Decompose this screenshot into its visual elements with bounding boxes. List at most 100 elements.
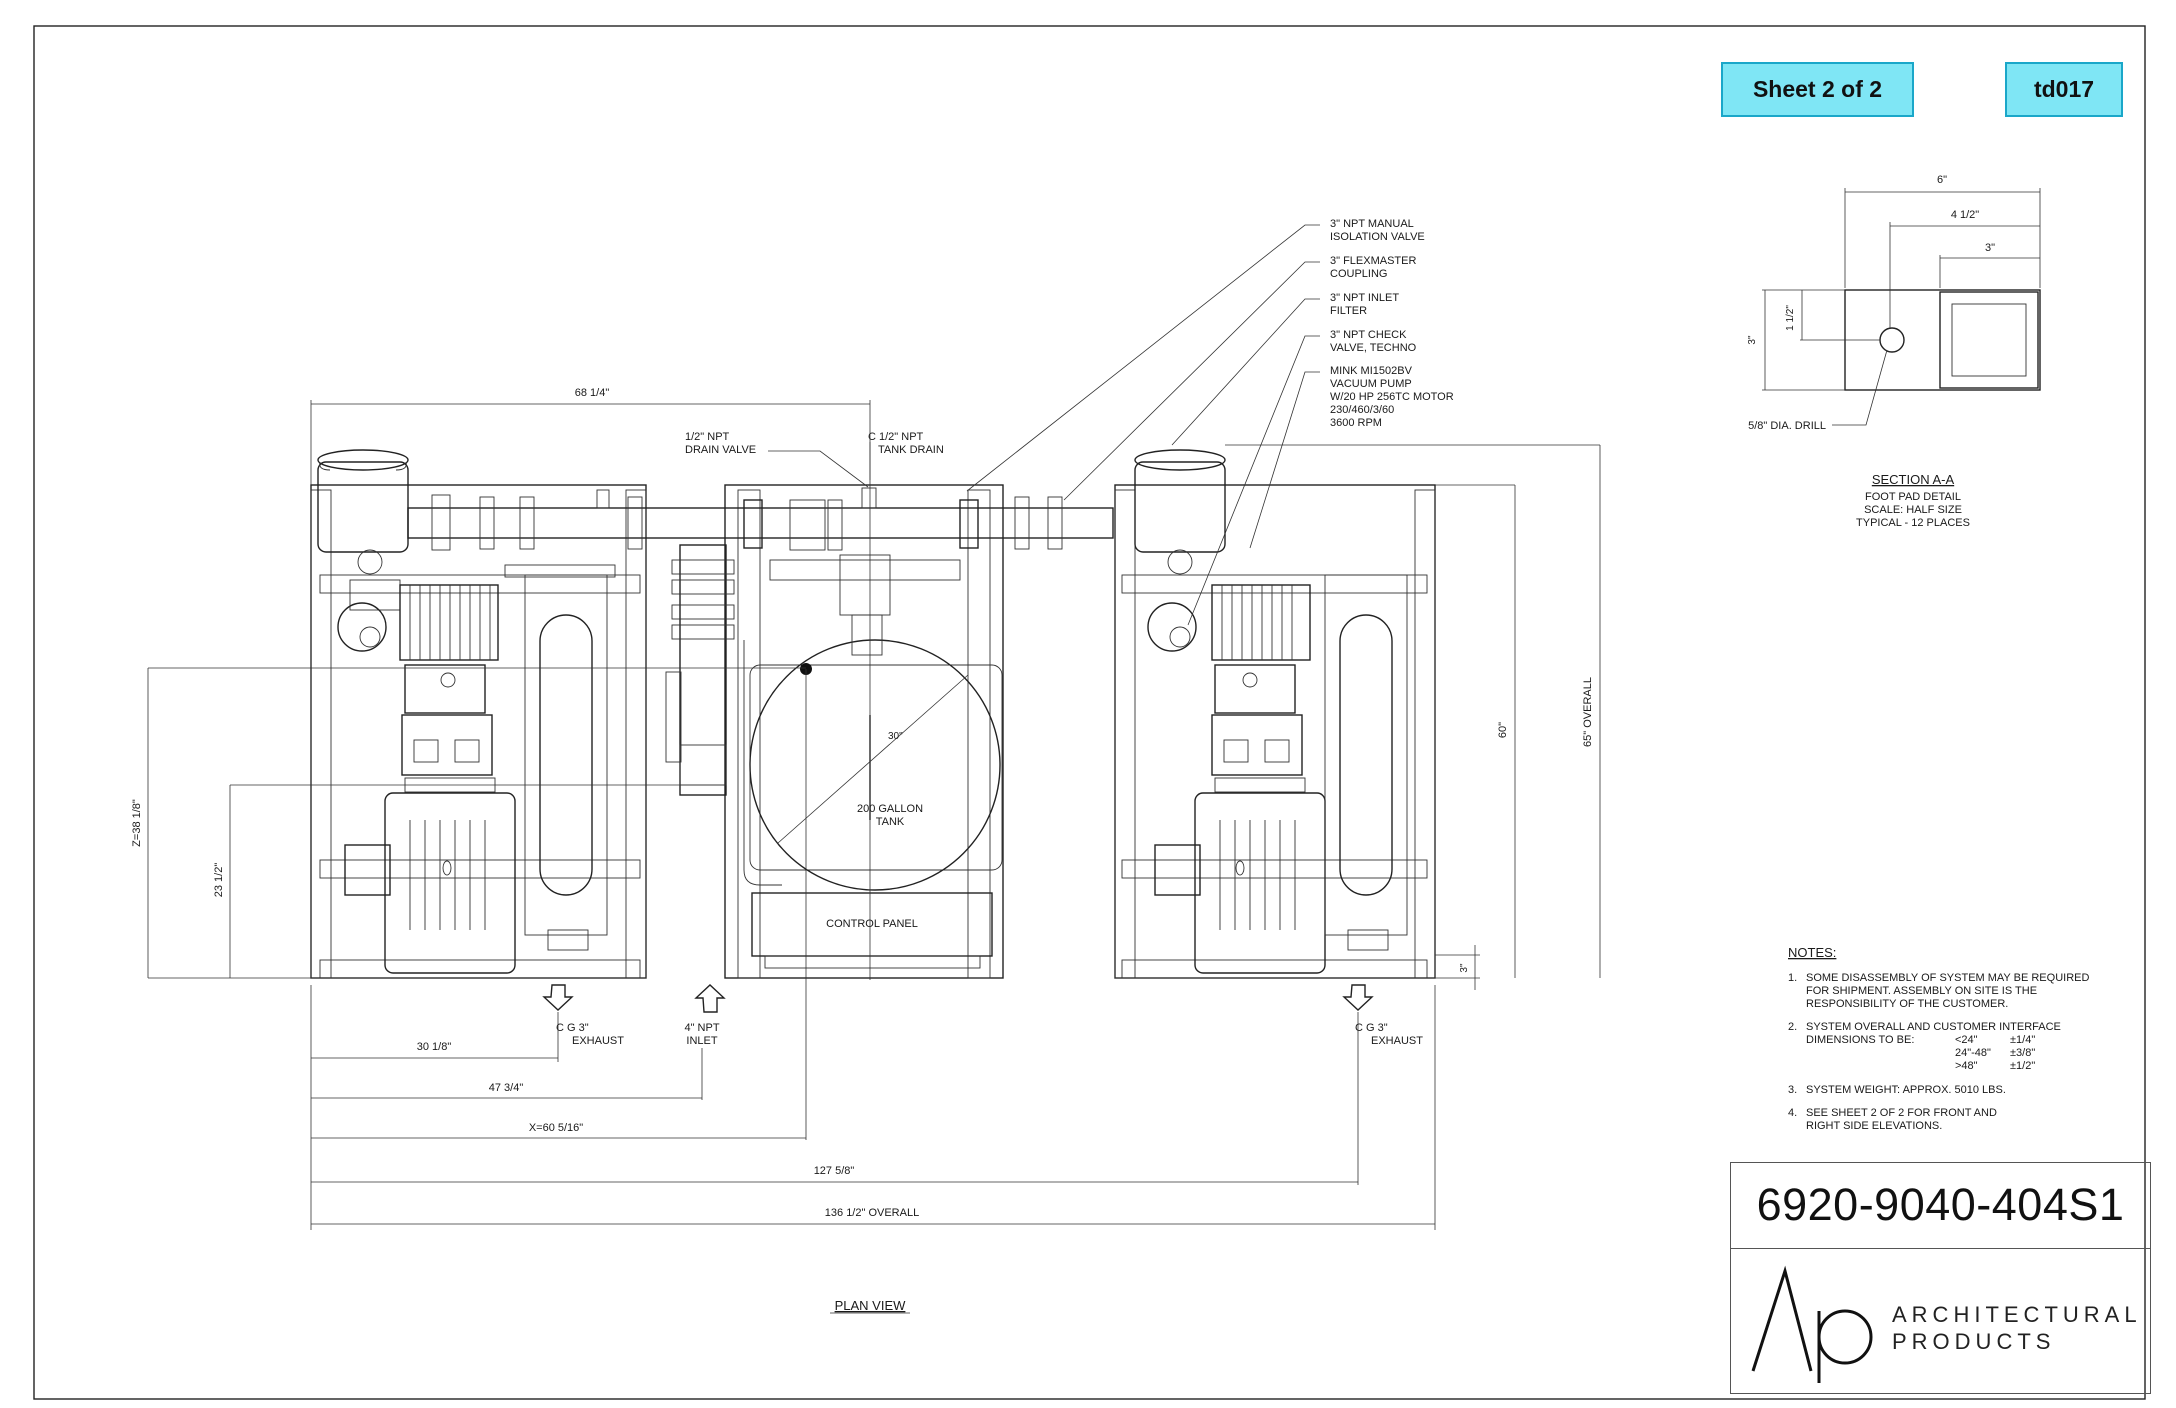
- vertical-dimensions-right: 60" 65" OVERALL 3": [1225, 444, 1601, 990]
- vacuum-tank: 30" 200 GALLON TANK: [749, 639, 1003, 891]
- header-pipe: [407, 487, 1114, 551]
- svg-text:EXHAUST: EXHAUST: [572, 1035, 624, 1047]
- company-name-line-1: ARCHITECTURAL: [1892, 1302, 2142, 1327]
- drawing-number: 6920-9040-404S1: [1756, 1179, 2125, 1230]
- svg-text:DRAIN VALVE: DRAIN VALVE: [685, 444, 756, 456]
- title-block: 6920-9040-404S1 ARCHITECTURAL PRODUCTS: [1730, 1162, 2151, 1394]
- callout-isolation-valve: 3" NPT MANUAL ISOLATION VALVE: [1330, 218, 1425, 243]
- svg-text:FILTER: FILTER: [1330, 305, 1367, 317]
- section-a-a-detail: 6" 4 1/2" 3" 3" 1 1/2" 5/8" DIA. DRILL S…: [1747, 174, 2041, 529]
- tol-range-2: 24"-48": [1955, 1047, 1991, 1059]
- callout-check-valve: 3" NPT CHECK VALVE, TECHNO: [1330, 329, 1417, 354]
- center-lines: [557, 400, 1359, 1185]
- callout-vacuum-pump: MINK MI1502BV VACUUM PUMP W/20 HP 256TC …: [1330, 365, 1454, 429]
- left-exhaust-silencer: [539, 614, 593, 896]
- svg-text:3600 RPM: 3600 RPM: [1330, 417, 1382, 429]
- svg-text:3" NPT INLET: 3" NPT INLET: [1330, 292, 1399, 304]
- left-inlet-filter: [317, 461, 409, 553]
- right-exhaust-arrow: [1342, 984, 1374, 1011]
- sheet-border: [33, 25, 2146, 1400]
- svg-text:ISOLATION VALVE: ISOLATION VALVE: [1330, 231, 1425, 243]
- tol-value-1: ±1/4": [2010, 1034, 2035, 1046]
- svg-text:1/2" NPT: 1/2" NPT: [685, 431, 730, 443]
- callout-exhaust-left: C G 3" EXHAUST: [556, 1022, 624, 1047]
- sheet-number-badge: Sheet 2 of 2: [1721, 62, 1914, 117]
- left-exhaust-arrow: [542, 984, 574, 1011]
- callout-leaders: [768, 224, 1320, 626]
- control-panel: CONTROL PANEL: [751, 892, 993, 969]
- company-name: ARCHITECTURAL PRODUCTS: [1892, 1301, 2142, 1355]
- note-3-num: 3.: [1788, 1084, 1797, 1096]
- svg-text:C G 3": C G 3": [1355, 1022, 1388, 1034]
- section-dim-6: 6": [1937, 174, 1947, 186]
- tol-value-2: ±3/8": [2010, 1047, 2035, 1059]
- section-line-2: SCALE: HALF SIZE: [1864, 504, 1962, 516]
- dim-30: 30 1/8": [417, 1041, 452, 1053]
- svg-text:EXHAUST: EXHAUST: [1371, 1035, 1423, 1047]
- left-pump-motor: [344, 584, 516, 974]
- svg-text:3" FLEXMASTER: 3" FLEXMASTER: [1330, 255, 1416, 267]
- callout-drain-valve: 1/2" NPT DRAIN VALVE: [685, 431, 756, 456]
- section-dim-4-half: 4 1/2": [1951, 209, 1979, 221]
- dim-136: 136 1/2" OVERALL: [825, 1207, 919, 1219]
- note-3-line-1: SYSTEM WEIGHT: APPROX. 5010 LBS.: [1806, 1084, 2006, 1096]
- right-pump-motor: [1154, 584, 1326, 974]
- tank-diameter-label: 30": [888, 731, 903, 742]
- note-2-num: 2.: [1788, 1021, 1797, 1033]
- svg-text:3" NPT CHECK: 3" NPT CHECK: [1330, 329, 1407, 341]
- section-line-1: FOOT PAD DETAIL: [1865, 491, 1961, 503]
- center-tank-skid: 30" 200 GALLON TANK CONTROL PANEL: [665, 484, 1004, 979]
- svg-text:W/20 HP 256TC MOTOR: W/20 HP 256TC MOTOR: [1330, 391, 1454, 403]
- svg-text:COUPLING: COUPLING: [1330, 268, 1387, 280]
- tol-range-1: <24": [1955, 1034, 1978, 1046]
- plan-view-title: PLAN VIEW: [835, 1298, 907, 1313]
- svg-text:230/460/3/60: 230/460/3/60: [1330, 404, 1394, 416]
- callout-inlet: 4" NPT INLET: [684, 1022, 719, 1047]
- drill-hole: [1879, 327, 1905, 353]
- right-inlet-filter: [1134, 461, 1226, 553]
- plan-view: 30" 200 GALLON TANK CONTROL PANEL: [131, 218, 1601, 1314]
- note-2-line-2: DIMENSIONS TO BE:: [1806, 1034, 1914, 1046]
- svg-text:INLET: INLET: [686, 1035, 717, 1047]
- title-block-divider: [1731, 1248, 2150, 1249]
- section-dim-3-top: 3": [1985, 242, 1995, 254]
- note-4-num: 4.: [1788, 1107, 1797, 1119]
- right-pump-skid: [1114, 449, 1436, 979]
- note-2-line-1: SYSTEM OVERALL AND CUSTOMER INTERFACE: [1806, 1021, 2061, 1033]
- section-title: SECTION A-A: [1872, 472, 1955, 487]
- left-pump-skid: [310, 449, 647, 979]
- section-dim-1-half: 1 1/2": [1785, 305, 1796, 331]
- tank-label-line1: 200 GALLON: [857, 803, 923, 815]
- section-line-3: TYPICAL - 12 PLACES: [1856, 517, 1970, 529]
- callout-exhaust-right: C G 3" EXHAUST: [1355, 1022, 1423, 1047]
- note-4-line-1: SEE SHEET 2 OF 2 FOR FRONT AND: [1806, 1107, 1997, 1119]
- tol-range-3: >48": [1955, 1060, 1978, 1072]
- svg-text:VALVE, TECHNO: VALVE, TECHNO: [1330, 342, 1417, 354]
- svg-text:MINK MI1502BV: MINK MI1502BV: [1330, 365, 1413, 377]
- note-1-line-3: RESPONSIBILITY OF THE CUSTOMER.: [1806, 998, 2008, 1010]
- dim-3-right: 3": [1459, 963, 1470, 973]
- svg-text:3" NPT MANUAL: 3" NPT MANUAL: [1330, 218, 1414, 230]
- svg-text:VACUUM PUMP: VACUUM PUMP: [1330, 378, 1412, 390]
- inlet-arrow: [694, 984, 726, 1013]
- notes: NOTES: 1. SOME DISASSEMBLY OF SYSTEM MAY…: [1788, 945, 2089, 1132]
- dim-top-width: 68 1/4": [575, 387, 610, 399]
- callout-tank-drain: C 1/2" NPT TANK DRAIN: [868, 431, 944, 456]
- company-name-line-2: PRODUCTS: [1892, 1329, 2056, 1354]
- dim-65: 65" OVERALL: [1582, 677, 1594, 747]
- vertical-dimensions-left: Z=38 1/8" 23 1/2": [131, 667, 806, 979]
- svg-text:TANK DRAIN: TANK DRAIN: [878, 444, 944, 456]
- callout-inlet-filter: 3" NPT INLET FILTER: [1330, 292, 1399, 317]
- notes-heading: NOTES:: [1788, 945, 1836, 960]
- svg-text:C G 3": C G 3": [556, 1022, 589, 1034]
- dim-x: X=60 5/16": [529, 1122, 583, 1134]
- dim-23: 23 1/2": [213, 863, 225, 898]
- horizontal-dimensions: 68 1/4" 30 1/8" 47 3/4" X=60 5/16" 127 5…: [310, 387, 1436, 1230]
- control-panel-label: CONTROL PANEL: [826, 918, 918, 930]
- drill-label: 5/8" DIA. DRILL: [1748, 420, 1826, 432]
- section-dim-3-side: 3": [1747, 335, 1758, 345]
- drawing-id-badge: td017: [2005, 62, 2123, 117]
- tol-value-3: ±1/2": [2010, 1060, 2035, 1072]
- right-exhaust-silencer: [1339, 614, 1393, 896]
